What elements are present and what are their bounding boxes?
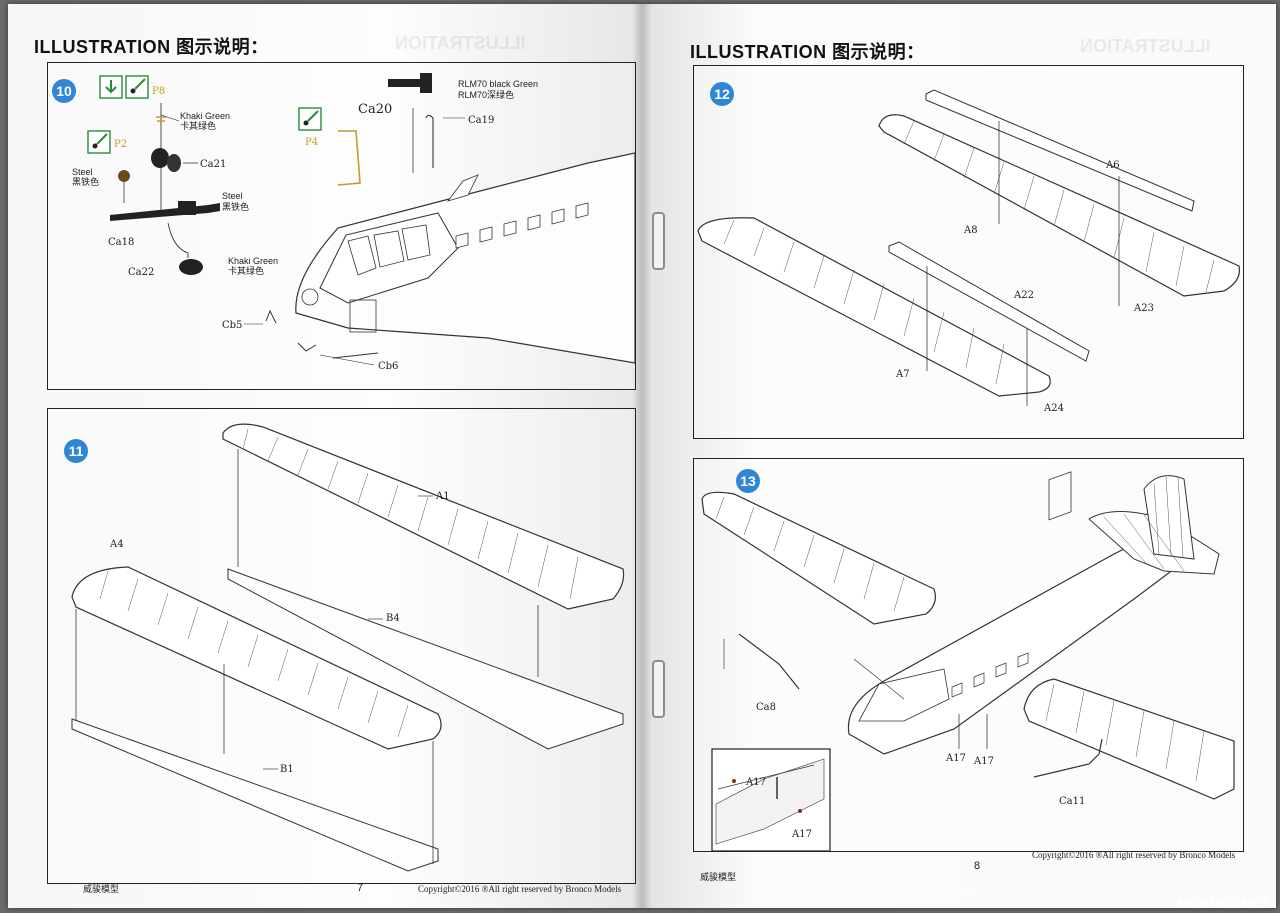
label-a17-1: A17 <box>945 753 966 764</box>
label-a24: A24 <box>1043 403 1064 414</box>
label-ca21: Ca21 <box>200 159 226 170</box>
label-cb6: Cb6 <box>378 361 398 372</box>
footer-right-copyright: Copyright©2016 ®All right reserved by Br… <box>1032 850 1236 860</box>
label-a17-2: A17 <box>973 756 994 767</box>
header-left: ILLUSTRATION 图示说明： <box>34 37 269 57</box>
label-ca8: Ca8 <box>756 702 776 713</box>
step-13-drawing: Ca8 Ca11 A17 A17 A17 A17 <box>701 471 1235 851</box>
label-a22: A22 <box>1013 290 1034 301</box>
label-inset-a17-2: A17 <box>791 829 812 840</box>
label-rlm70: RLM70 black Green <box>458 79 538 89</box>
label-b1: B1 <box>280 764 294 775</box>
label-a23: A23 <box>1133 303 1154 314</box>
label-khaki-green-1-cn: 卡其绿色 <box>180 120 216 131</box>
footer-left-copyright: Copyright©2016 ®All right reserved by Br… <box>418 884 622 894</box>
label-ca18: Ca18 <box>108 237 134 248</box>
label-a7: A7 <box>895 369 910 380</box>
label-inset-a17-1: A17 <box>745 777 766 788</box>
label-steel-2-cn: 黑铁色 <box>222 201 249 212</box>
step-10-badge: 10 <box>52 79 76 103</box>
step-11-drawing: A1 B4 A4 B1 <box>71 423 625 872</box>
step-12-badge: 12 <box>710 82 734 106</box>
step-12-panel: 12 A6 A8 A23 A22 A7 A24 <box>693 65 1244 439</box>
watermark: MOXING.NET <box>1177 896 1270 911</box>
header-right: ILLUSTRATION 图示说明： <box>690 42 925 62</box>
page-number-left: 7 <box>357 882 364 894</box>
step-13-panel: 13 Ca8 Ca11 A17 <box>693 458 1244 852</box>
footer-right-brand: 威骏模型 <box>700 873 737 883</box>
label-a6: A6 <box>1105 160 1120 171</box>
label-ca22: Ca22 <box>128 267 154 278</box>
label-steel-1-cn: 黑铁色 <box>72 176 99 187</box>
label-rlm70-cn: RLM70深绿色 <box>458 89 514 100</box>
label-a8: A8 <box>963 225 978 236</box>
step-12-drawing: A6 A8 A23 A22 A7 A24 <box>697 89 1241 414</box>
label-ca11: Ca11 <box>1059 796 1085 807</box>
staple-top <box>652 212 665 270</box>
label-p4: P4 <box>305 137 318 148</box>
step-11-badge: 11 <box>64 439 88 463</box>
label-b4: B4 <box>386 613 400 624</box>
label-khaki-green-2: Khaki Green <box>228 256 278 266</box>
label-khaki-green-2-cn: 卡其绿色 <box>228 265 264 276</box>
label-p8: P8 <box>152 86 165 97</box>
page-number-right: 8 <box>974 860 981 872</box>
step-10-panel: 10 P8 P2 P4 Ca21 Khaki Green 卡其绿色 Steel … <box>47 62 636 390</box>
header-left-showthrough: ILLUSTRATION <box>395 33 526 53</box>
label-steel-2: Steel <box>222 191 243 201</box>
label-ca19: Ca19 <box>468 115 494 126</box>
label-khaki-green-1: Khaki Green <box>180 111 230 121</box>
footer-left-brand: 威骏模型 <box>83 885 120 895</box>
step-13-badge: 13 <box>736 469 760 493</box>
step-11-panel: 11 A1 B4 A4 B1 <box>47 408 636 884</box>
label-steel-1: Steel <box>72 167 93 177</box>
label-a1: A1 <box>435 491 450 502</box>
step-10-drawing: P8 P2 P4 Ca21 Khaki Green 卡其绿色 Steel 黑铁色… <box>72 73 635 372</box>
booklet-spine <box>632 4 652 908</box>
label-p2: P2 <box>114 139 127 150</box>
staple-bottom <box>652 660 665 718</box>
label-ca20: Ca20 <box>358 102 392 117</box>
label-cb5: Cb5 <box>222 320 242 331</box>
label-a4: A4 <box>109 539 124 550</box>
header-right-showthrough: ILLUSTRATION <box>1080 36 1211 56</box>
